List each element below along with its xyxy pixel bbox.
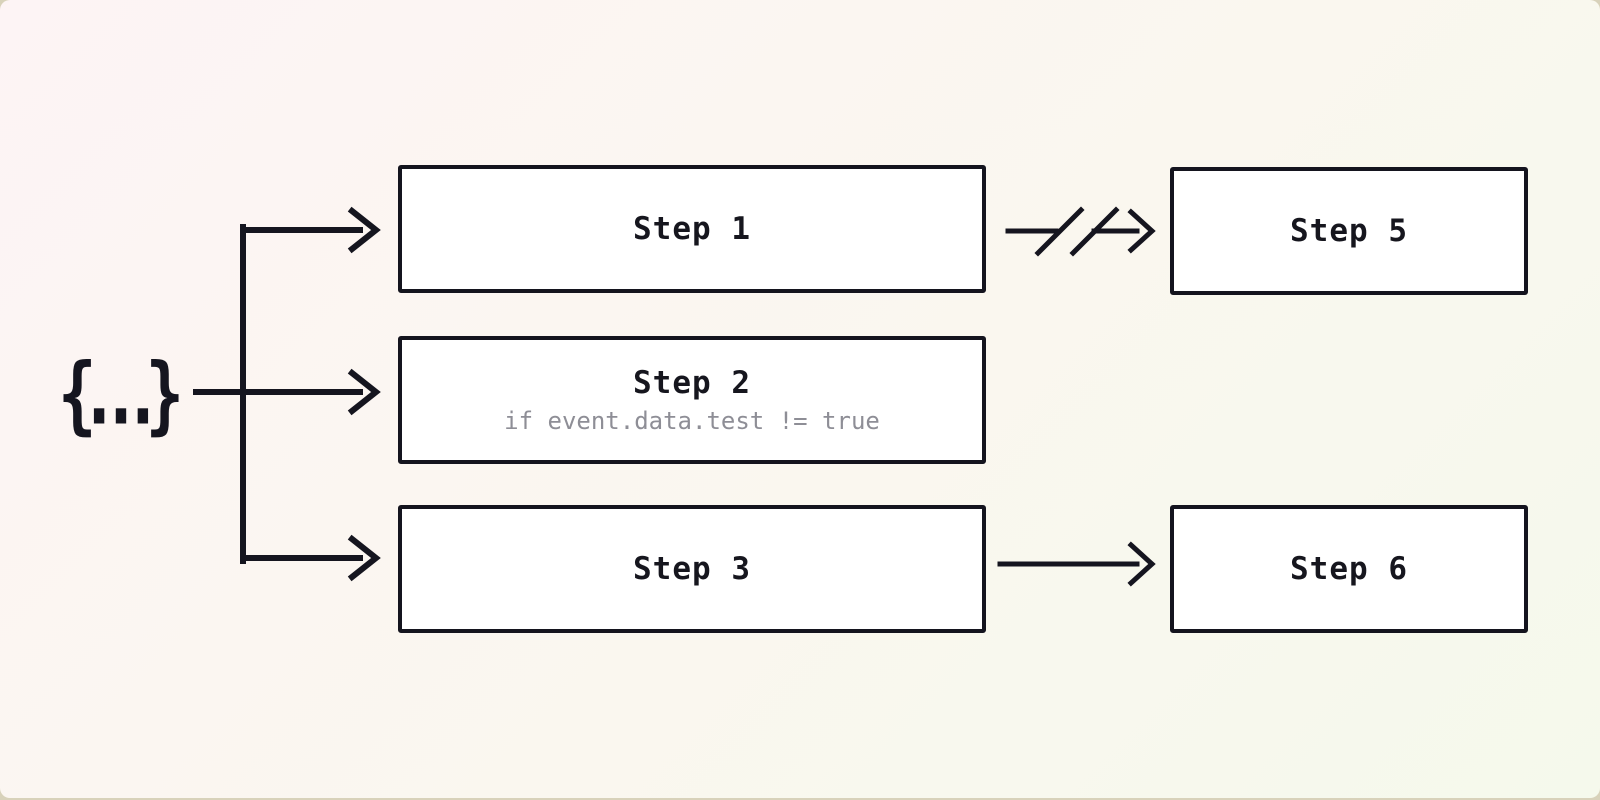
- event-payload-trigger[interactable]: {...}: [57, 347, 184, 445]
- step-node-3[interactable]: Step 3: [398, 505, 986, 633]
- step-label: Step 2: [633, 365, 751, 401]
- edge-trigger-step3-arrowhead-icon: [347, 534, 381, 582]
- step-label: Step 1: [633, 211, 751, 247]
- edge-trigger-step2-arrowhead-icon: [347, 368, 381, 416]
- edge-step1-step5-arrowhead-icon: [1127, 208, 1156, 254]
- step-label: Step 3: [633, 551, 751, 587]
- edge-step3-step6-arrowhead-icon: [1127, 541, 1156, 587]
- step-label: Step 5: [1290, 213, 1408, 249]
- step-label: Step 6: [1290, 551, 1408, 587]
- step-node-2[interactable]: Step 2 if event.data.test != true: [398, 336, 986, 464]
- step-node-1[interactable]: Step 1: [398, 165, 986, 293]
- edge-trigger-step1-arrowhead-icon: [347, 206, 381, 254]
- edge-step1-step5-break-slash-2-icon: [1069, 206, 1120, 257]
- step-condition: if event.data.test != true: [504, 407, 880, 435]
- edge-step1-step5-break-slash-1-icon: [1034, 206, 1085, 257]
- step-node-5[interactable]: Step 5: [1170, 167, 1528, 295]
- step-node-6[interactable]: Step 6: [1170, 505, 1528, 633]
